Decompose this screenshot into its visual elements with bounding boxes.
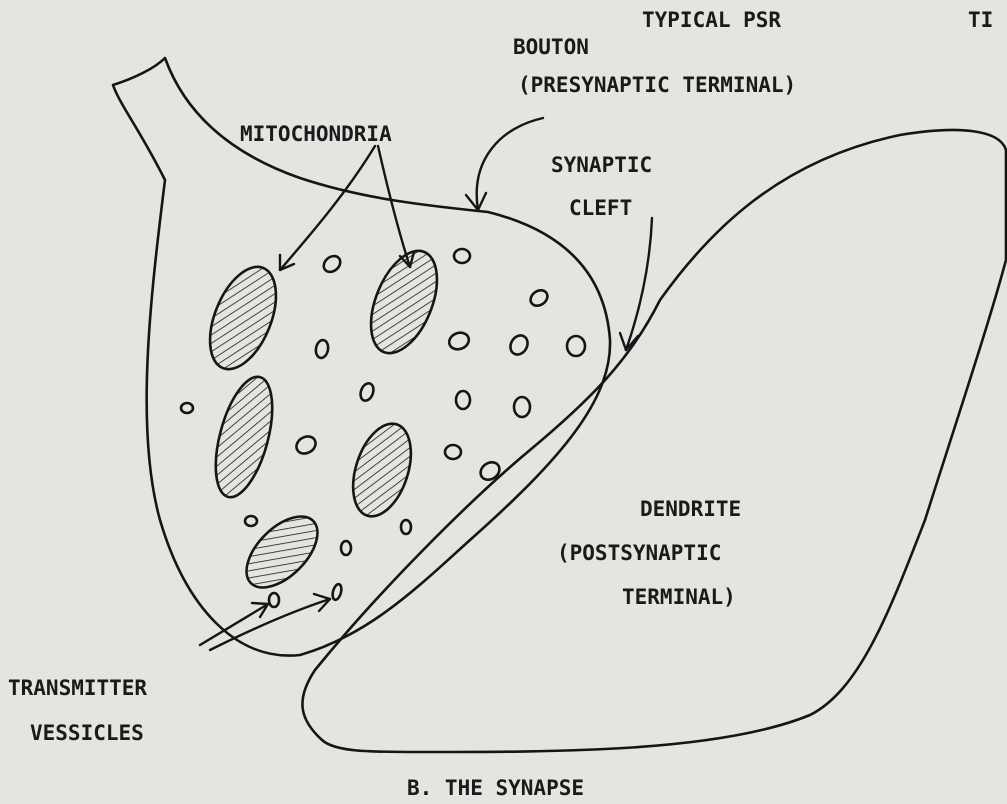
vesicle bbox=[401, 520, 411, 534]
bouton-sublabel: (PRESYNAPTIC TERMINAL) bbox=[518, 75, 796, 96]
vesicle bbox=[269, 593, 279, 607]
vesicle bbox=[445, 445, 461, 459]
vesicle bbox=[315, 339, 330, 359]
synaptic-label: SYNAPTIC bbox=[551, 155, 652, 176]
vesicle bbox=[528, 287, 551, 309]
vesicle bbox=[514, 397, 530, 417]
bouton-arrow bbox=[477, 118, 543, 210]
bouton-label: BOUTON bbox=[513, 37, 589, 58]
dendrite-sublabel-2: TERMINAL) bbox=[622, 587, 736, 608]
mitochondrion bbox=[234, 504, 330, 600]
vesicle bbox=[567, 336, 585, 356]
mitochondrion bbox=[342, 416, 421, 523]
vesicle bbox=[507, 332, 531, 357]
mitochondria-arrow-right bbox=[378, 146, 410, 267]
vesicle bbox=[331, 583, 343, 601]
figure-caption: B. THE SYNAPSE bbox=[407, 778, 584, 799]
vesicle bbox=[293, 433, 318, 457]
bouton-outline bbox=[113, 58, 610, 656]
vesicle bbox=[447, 330, 471, 352]
vesicle bbox=[245, 516, 257, 526]
cleft-label: CLEFT bbox=[569, 198, 632, 219]
dendrite-label: DENDRITE bbox=[640, 499, 741, 520]
dendrite-sublabel-1: (POSTSYNAPTIC bbox=[557, 543, 721, 564]
vesicle bbox=[454, 249, 470, 263]
edge-text: TI bbox=[968, 10, 993, 31]
vesicle bbox=[477, 459, 503, 484]
mitochondria-label: MITOCHONDRIA bbox=[240, 124, 392, 145]
cleft-arrow bbox=[626, 218, 652, 350]
vesicle bbox=[358, 381, 375, 402]
vesicle bbox=[181, 403, 193, 413]
vesicle bbox=[341, 541, 351, 555]
transmitter-label: TRANSMITTER bbox=[8, 678, 147, 699]
vesicles-label: VESSICLES bbox=[30, 723, 144, 744]
page-title: TYPICAL PSR bbox=[642, 10, 781, 31]
vesicle bbox=[321, 253, 344, 275]
mitochondria-arrow-left bbox=[280, 146, 375, 270]
mitochondrion bbox=[205, 371, 283, 503]
vesicle bbox=[456, 391, 470, 409]
vesicles-arrow-2 bbox=[210, 599, 330, 650]
mitochondrion bbox=[197, 257, 289, 378]
